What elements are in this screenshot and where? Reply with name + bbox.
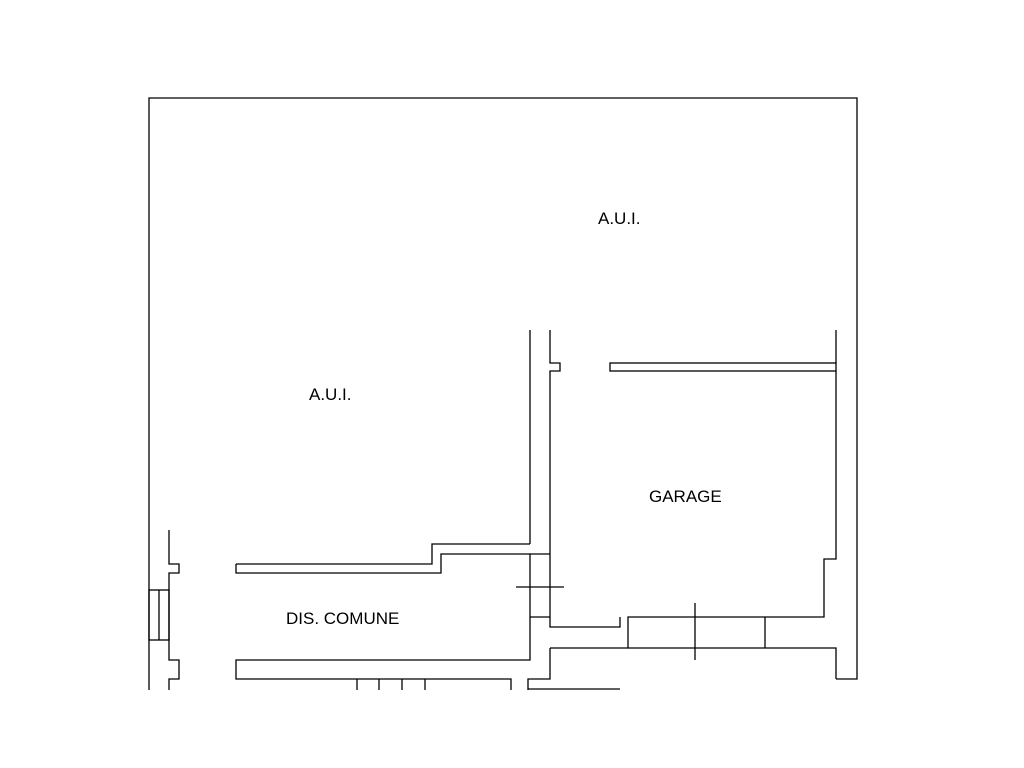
corridor-top-wall xyxy=(235,553,531,690)
left-inner-wall xyxy=(168,530,180,690)
lower-right-wall xyxy=(765,647,837,679)
outer-wall-left xyxy=(148,97,858,690)
room-label-dis-comune: DIS. COMUNE xyxy=(286,609,400,628)
room-label-aui-left: A.U.I. xyxy=(309,385,352,404)
room-label-aui-top: A.U.I. xyxy=(598,209,641,228)
room-label-garage: GARAGE xyxy=(649,487,722,506)
corridor-top-wall-outer xyxy=(236,543,530,565)
garage-top-wall xyxy=(609,362,837,372)
central-wall-right-face xyxy=(549,330,621,628)
lower-corridor-wall-left xyxy=(527,648,551,690)
garage-right-wall xyxy=(627,371,837,649)
